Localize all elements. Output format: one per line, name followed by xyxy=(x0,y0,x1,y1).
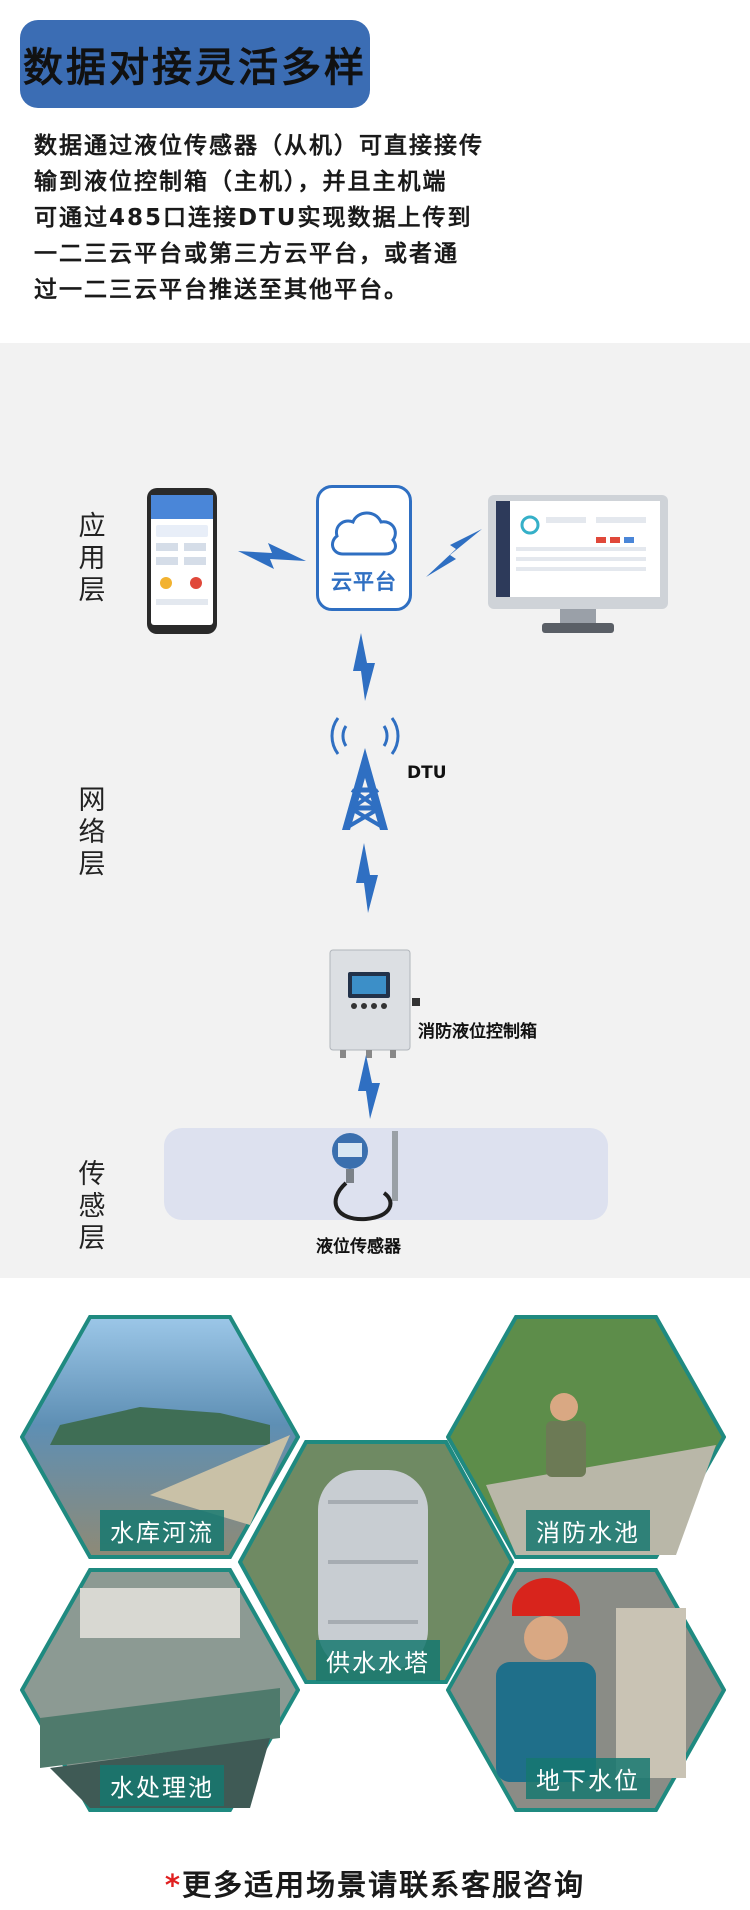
intro-paragraph: 数据通过液位传感器（从机）可直接接传 输到液位控制箱（主机），并且主机端 可通过… xyxy=(34,128,494,308)
groundwater-scene-image xyxy=(446,1568,726,1812)
layer-label-network: 网络层 xyxy=(78,785,106,880)
wireless-signal-icon xyxy=(238,543,306,569)
wireless-signal-icon xyxy=(356,843,378,913)
cloud-platform-label: 云平台 xyxy=(331,570,397,594)
footer-note: *更多适用场景请联系客服咨询 xyxy=(0,1862,750,1904)
water-tower-scene-image xyxy=(238,1440,514,1684)
cloud-icon xyxy=(330,511,397,556)
dtu-tower-icon xyxy=(330,717,400,830)
footer-text: 更多适用场景请联系客服咨询 xyxy=(182,1868,586,1902)
wireless-signal-icon xyxy=(358,1055,380,1119)
scenario-label: 地下水位 xyxy=(526,1758,650,1799)
intro-line: 过一二三云平台推送至其他平台。 xyxy=(34,277,409,303)
cloud-platform: 云平台 xyxy=(316,485,412,611)
scenario-label: 水处理池 xyxy=(100,1765,224,1806)
intro-line: 一二三云平台或第三方云平台，或者通 xyxy=(34,241,459,267)
level-sensor-icon xyxy=(332,1131,398,1222)
page-title: 数据对接灵活多样 xyxy=(20,20,370,108)
wireless-signal-icon xyxy=(426,529,482,577)
monitor-icon xyxy=(488,495,668,633)
scenario-label: 消防水池 xyxy=(526,1510,650,1551)
architecture-diagram: 应用层 网络层 传感层 云平台 xyxy=(0,343,750,1278)
footer-star: * xyxy=(164,1868,183,1902)
layer-label-sensing: 传感层 xyxy=(78,1159,106,1254)
dtu-label: DTU xyxy=(407,763,447,783)
control-box-icon xyxy=(329,949,420,1058)
intro-line: 输到液位控制箱（主机），并且主机端 xyxy=(34,169,448,195)
application-scenarios: 水库河流 消防水池 供水水塔 水处理池 地下水位 xyxy=(0,1300,750,1840)
intro-line: 可通过485口连接DTU实现数据上传到 xyxy=(34,205,473,231)
scenario-label: 水库河流 xyxy=(100,1510,224,1551)
wireless-signal-icon xyxy=(353,633,375,701)
controller-label: 消防液位控制箱 xyxy=(418,1022,537,1042)
scenario-label: 供水水塔 xyxy=(316,1640,440,1681)
sensing-layer-band xyxy=(164,1128,608,1220)
layer-label-application: 应用层 xyxy=(78,511,106,606)
fire-pool-scene-image xyxy=(446,1315,726,1559)
reservoir-scene-image xyxy=(20,1315,300,1559)
sensor-label: 液位传感器 xyxy=(316,1237,401,1257)
smartphone-icon xyxy=(147,488,217,634)
intro-line: 数据通过液位传感器（从机）可直接接传 xyxy=(34,133,484,159)
